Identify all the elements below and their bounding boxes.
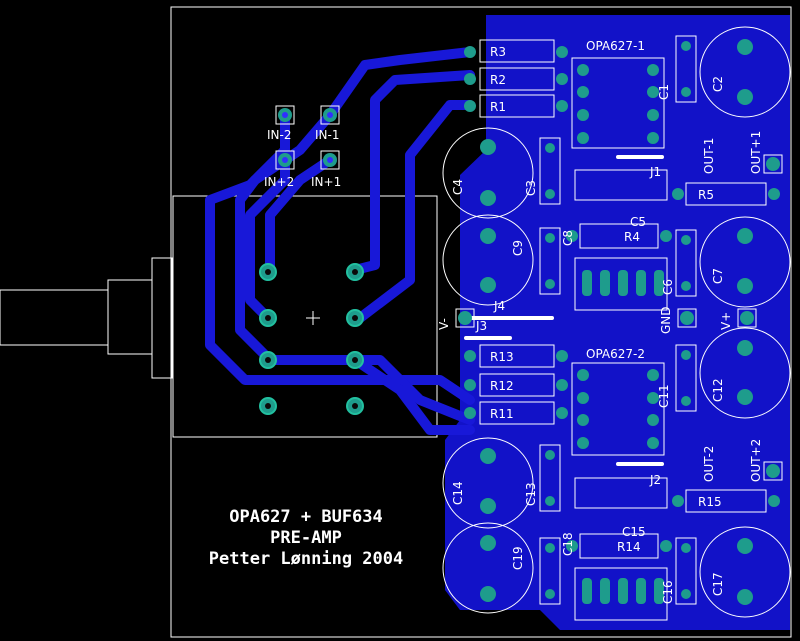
c18-label: C18 bbox=[561, 532, 575, 556]
j3-label: J3 bbox=[475, 319, 487, 333]
v-plus-label: V+ bbox=[719, 312, 733, 330]
c2-label: C2 bbox=[711, 76, 725, 92]
r11-label: R11 bbox=[490, 407, 514, 421]
output-pads bbox=[763, 154, 783, 481]
in-plus-2-label: IN+2 bbox=[264, 175, 294, 189]
board-title-line-2: PRE-AMP bbox=[270, 528, 342, 548]
r14-label: R14 bbox=[617, 540, 641, 554]
resistor-bodies bbox=[479, 39, 767, 559]
in-plus-1-label: IN+1 bbox=[311, 175, 341, 189]
ic2-label: OPA627-2 bbox=[586, 347, 645, 361]
c19-label: C19 bbox=[511, 546, 525, 570]
input-pads bbox=[275, 105, 340, 170]
r1-label: R1 bbox=[490, 100, 506, 114]
c17-label: C17 bbox=[711, 572, 725, 596]
c13-label: C13 bbox=[524, 482, 538, 506]
pot-pads bbox=[259, 263, 364, 415]
out-plus-2-label: OUT+2 bbox=[749, 439, 763, 482]
r2-label: R2 bbox=[490, 73, 506, 87]
small-caps bbox=[539, 35, 697, 605]
c5-label: C5 bbox=[630, 215, 646, 229]
j1-label: J1 bbox=[649, 165, 661, 179]
potentiometer bbox=[0, 195, 438, 438]
power-pads bbox=[455, 308, 757, 328]
jumpers bbox=[464, 155, 664, 466]
gnd-label: GND bbox=[659, 306, 673, 334]
r4-label: R4 bbox=[624, 230, 640, 244]
r12-label: R12 bbox=[490, 379, 514, 393]
r3-label: R3 bbox=[490, 45, 506, 59]
copper-pour bbox=[445, 15, 790, 630]
ic1-label: OPA627-1 bbox=[586, 39, 645, 53]
c16-label: C16 bbox=[661, 580, 675, 604]
c12-label: C12 bbox=[711, 378, 725, 402]
r15-label: R15 bbox=[698, 495, 722, 509]
j2-label: J2 bbox=[649, 473, 661, 487]
r5-label: R5 bbox=[698, 188, 714, 202]
r13-label: R13 bbox=[490, 350, 514, 364]
out-minus-2-label: OUT-2 bbox=[702, 446, 716, 482]
in-minus-1-label: IN-1 bbox=[315, 128, 339, 142]
out-plus-1-label: OUT+1 bbox=[749, 131, 763, 174]
in-minus-2-label: IN-2 bbox=[267, 128, 291, 142]
board-title-line-3: Petter Lønning 2004 bbox=[209, 549, 403, 569]
ic-sockets bbox=[571, 57, 668, 621]
board-outline bbox=[170, 6, 792, 638]
c1-label: C1 bbox=[657, 84, 671, 100]
c15-label: C15 bbox=[622, 525, 646, 539]
j4-label: J4 bbox=[493, 299, 505, 313]
board-title-line-1: OPA627 + BUF634 bbox=[229, 507, 383, 527]
c8-label: C8 bbox=[561, 230, 575, 246]
c6-label: C6 bbox=[661, 279, 675, 295]
v-minus-label: V- bbox=[437, 318, 451, 330]
electrolytic-caps bbox=[442, 26, 791, 618]
c11-label: C11 bbox=[657, 384, 671, 408]
c3-label: C3 bbox=[524, 180, 538, 196]
out-minus-1-label: OUT-1 bbox=[702, 138, 716, 174]
c7-label: C7 bbox=[711, 268, 725, 284]
c14-label: C14 bbox=[451, 481, 465, 505]
c9-label: C9 bbox=[511, 240, 525, 256]
traces bbox=[205, 47, 475, 435]
c4-label: C4 bbox=[451, 179, 465, 195]
